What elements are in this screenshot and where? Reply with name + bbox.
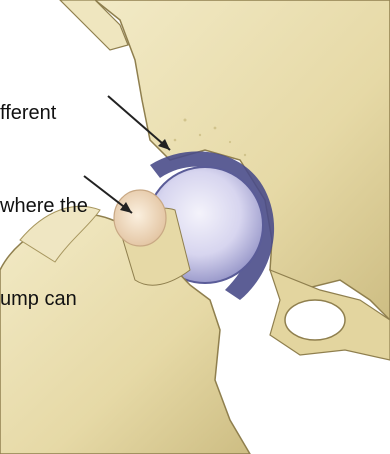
caption-line-1: fferent bbox=[0, 98, 180, 129]
caption-line-3: ump can bbox=[0, 284, 180, 315]
caption-line-2: where the bbox=[0, 191, 180, 222]
obturator-foramen bbox=[285, 300, 345, 340]
explanatory-caption: fferent where the ump can bbox=[0, 36, 180, 377]
